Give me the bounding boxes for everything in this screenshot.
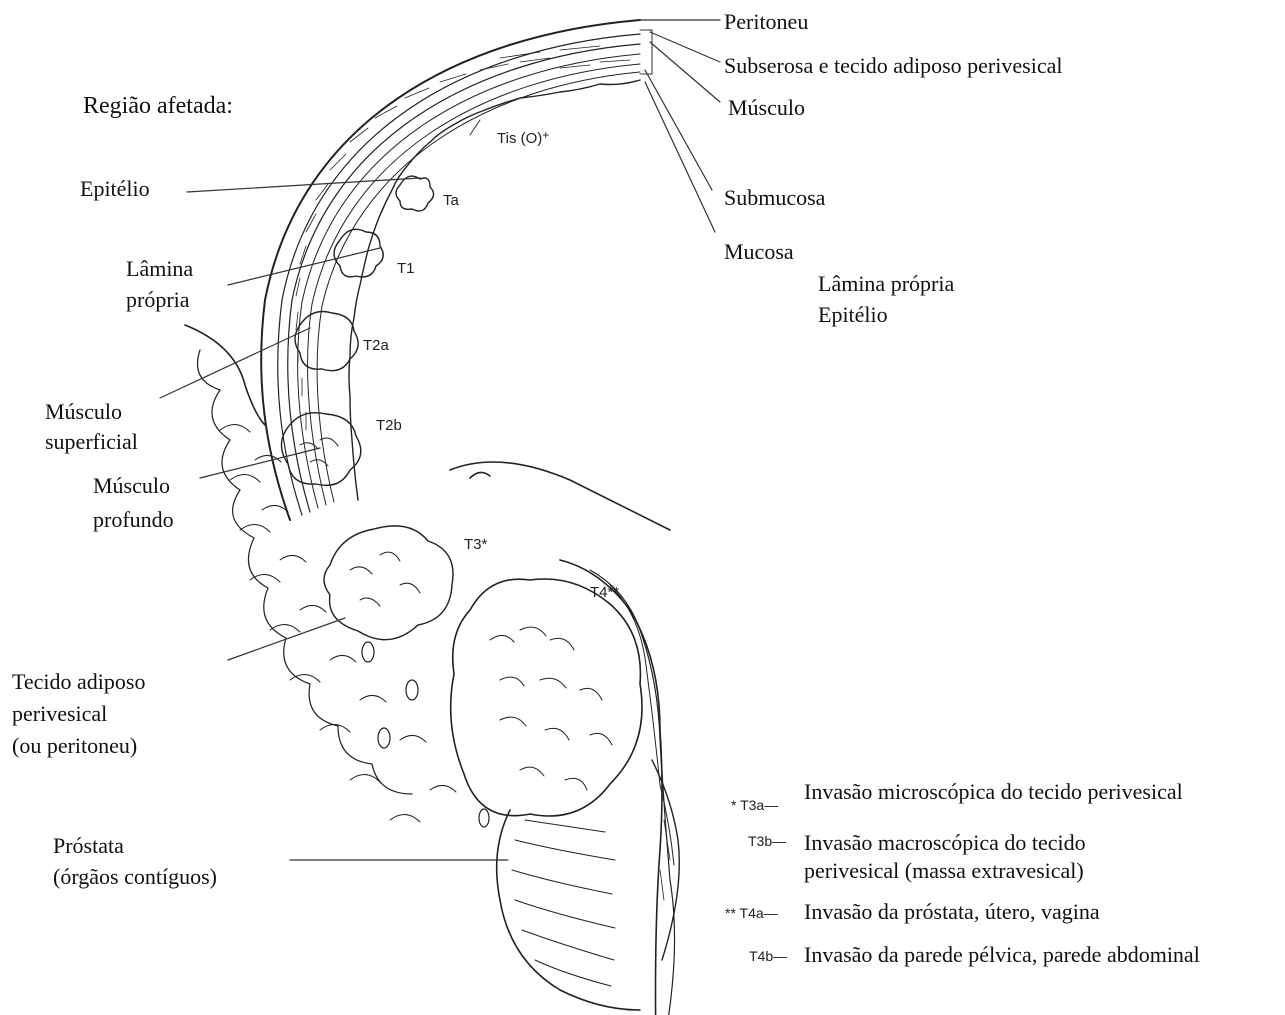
subserosa-layer: [278, 34, 640, 515]
muscle-layer-mid: [298, 54, 640, 508]
legend-t3b-code: T3b—: [748, 832, 786, 850]
region-adiposo-line2: perivesical: [12, 700, 107, 728]
peritoneum-layer: [261, 20, 640, 520]
region-prostata-line1: Próstata: [53, 832, 124, 860]
layer-lamina-propria: Lâmina própria: [818, 270, 954, 298]
muscle-layer-outer: [288, 44, 640, 512]
legend-t4a-code: ** T4a—: [725, 904, 778, 922]
tumor-ta: [396, 176, 434, 211]
stage-t2b: T2b: [376, 417, 402, 435]
region-lamina-line1: Lâmina: [126, 255, 193, 283]
region-adiposo-line1: Tecido adiposo: [12, 668, 145, 696]
region-musc-sup-line1: Músculo: [45, 398, 122, 426]
tumor-t3: [324, 526, 453, 640]
diagram-title: Região afetada:: [83, 92, 233, 120]
stage-tis: Tis (O)+: [497, 130, 549, 148]
stage-t2a: T2a: [363, 337, 389, 355]
leader-musculo: [650, 42, 720, 102]
leader-mucosa: [645, 82, 715, 232]
legend-t4a-text: Invasão da próstata, útero, vagina: [804, 898, 1100, 926]
layer-peritoneu: Peritoneu: [724, 8, 808, 36]
layer-mucosa: Mucosa: [724, 238, 794, 266]
layer-epitelio: Epitélio: [818, 301, 888, 329]
legend-t4b-code: T4b—: [749, 947, 787, 965]
layer-musculo: Músculo: [728, 94, 805, 122]
region-lamina-line2: própria: [126, 286, 190, 314]
mucosa-layer: [349, 80, 640, 500]
stage-t3: T3*: [464, 536, 487, 554]
tumor-t4: [451, 579, 642, 816]
layer-submucosa: Submucosa: [724, 184, 825, 212]
legend-t3a-text: Invasão microscópica do tecido perivesic…: [804, 778, 1183, 806]
legend-t3b-text2: perivesical (massa extravesical): [804, 857, 1084, 885]
prostate: [497, 810, 640, 1010]
legend-t3a-code: * T3a—: [731, 796, 778, 814]
leader-musc-prof: [200, 448, 320, 478]
leader-lamina: [228, 248, 380, 285]
legend-t4b-text: Invasão da parede pélvica, parede abdomi…: [804, 941, 1200, 969]
submucosa-layer: [317, 72, 640, 502]
stage-ta: Ta: [443, 192, 459, 210]
stage-t1: T1: [397, 260, 415, 278]
tumor-t2b: [281, 413, 360, 486]
region-epitelio: Epitélio: [80, 175, 150, 203]
leader-subserosa: [650, 32, 720, 62]
tumor-t2a: [295, 312, 358, 371]
region-musc-sup-line2: superficial: [45, 428, 138, 456]
legend-t3b-text: Invasão macroscópica do tecido: [804, 829, 1086, 857]
region-musc-prof-line1: Músculo: [93, 472, 170, 500]
leader-submucosa: [645, 70, 712, 190]
region-prostata-line2: (órgãos contíguos): [53, 863, 217, 891]
layer-subserosa: Subserosa e tecido adiposo perivesical: [724, 52, 1062, 80]
peritoneal-fold: [185, 325, 265, 425]
region-musc-prof-line2: profundo: [93, 506, 174, 534]
region-adiposo-line3: (ou peritoneu): [12, 732, 137, 760]
stage-t4: T4**: [590, 584, 619, 602]
